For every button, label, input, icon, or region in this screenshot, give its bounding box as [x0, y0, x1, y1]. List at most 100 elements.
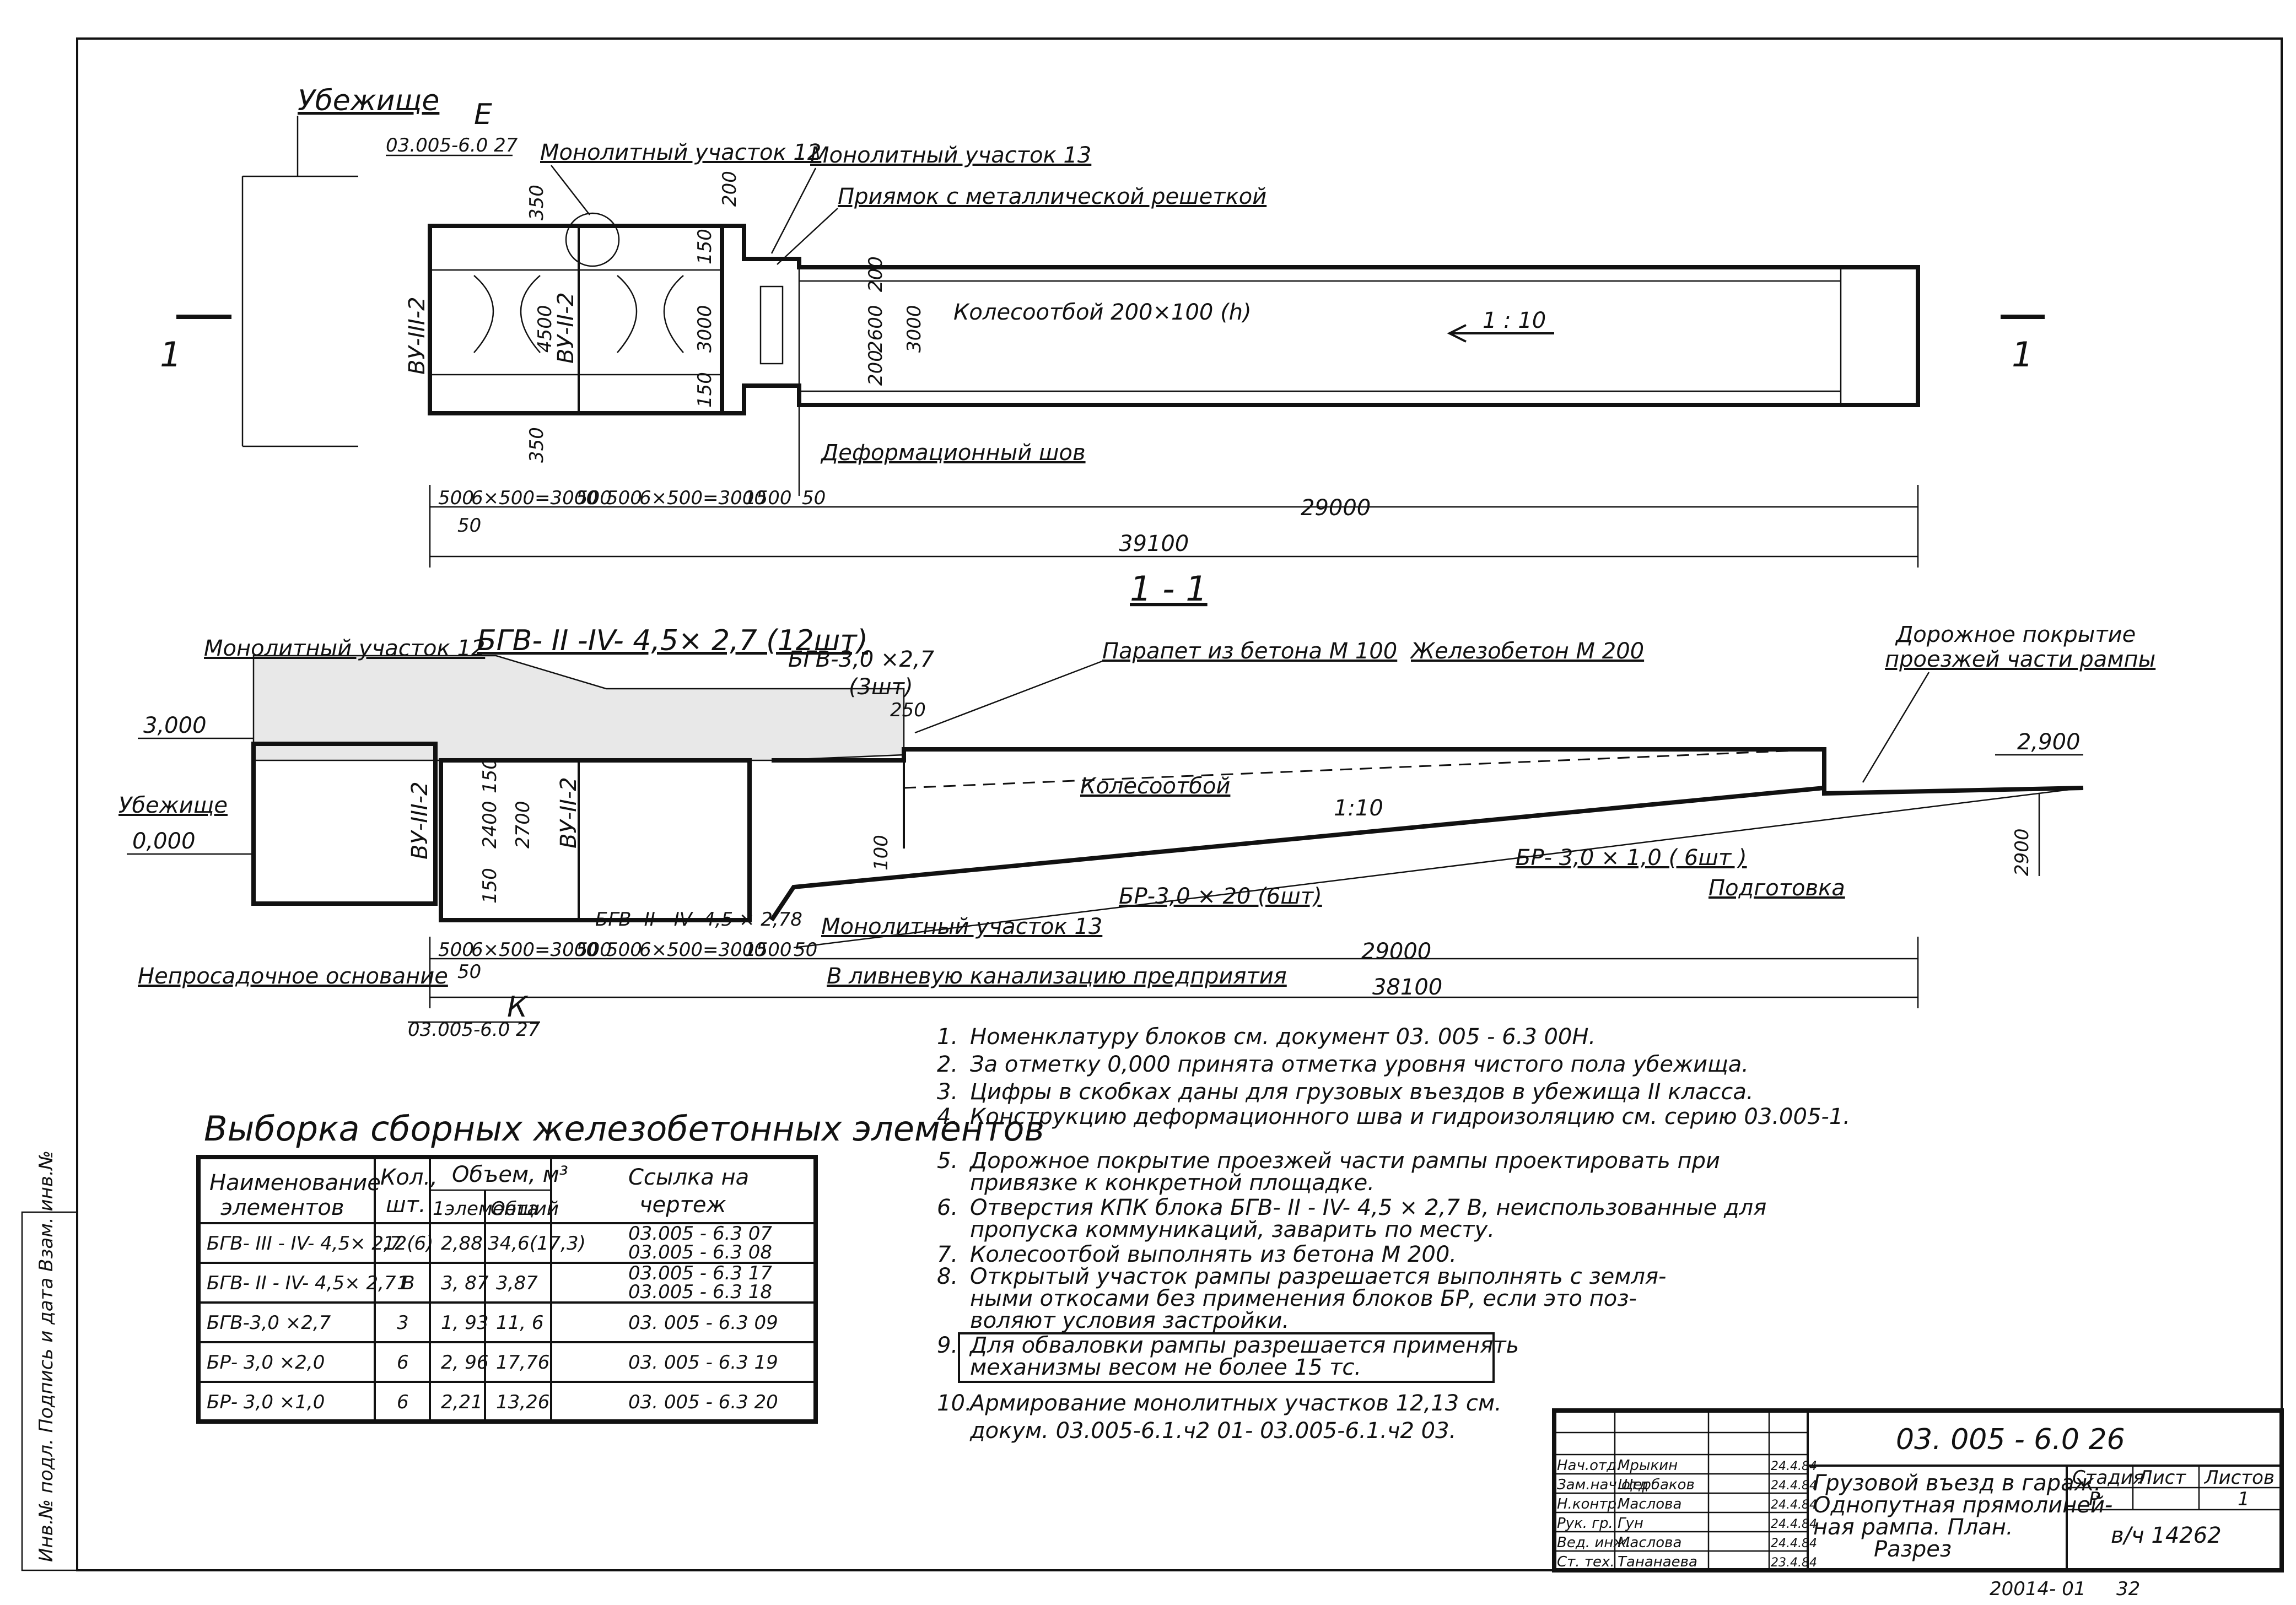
plan-vu2: ВУ-II-2: [553, 292, 579, 364]
plan-dim-350-bottom: 350: [526, 427, 548, 463]
section-shelter: Убежище: [118, 793, 228, 818]
svg-text:Колесоотбой выполнять из б: Колесоотбой выполнять из бетона М 200.: [970, 1242, 1457, 1267]
section-dim-500-c: 500: [606, 939, 642, 961]
table-row: БР- 3,0 ×1,0 6 2,21 13,26 03. 005 - 6.3 …: [207, 1391, 778, 1413]
parapet-leader: [914, 660, 1103, 734]
th-ref-1: Ссылка на: [628, 1165, 749, 1190]
road-label-2: проезжей части рампы: [1885, 647, 2155, 672]
section-dim-250: 250: [890, 699, 926, 721]
plan-view: Убежище Е 03.005-6.0 27 1 ВУ-III-2 ВУ-II…: [160, 84, 2045, 568]
road-label-1: Дорожное покрытие: [1895, 622, 2136, 647]
svg-text:БГВ-3,0 ×2,7: БГВ-3,0 ×2,7: [207, 1312, 331, 1334]
svg-text:1, 93: 1, 93: [441, 1312, 489, 1334]
th-vol-total: Общий: [491, 1198, 559, 1220]
section-vu3: ВУ-III-2: [407, 781, 433, 860]
section-mark-right: 1: [2012, 334, 2033, 375]
plan-shelter-label: Убежище: [298, 84, 439, 117]
pit-leader: [777, 208, 838, 265]
svg-text:03. 005 - 6.3 19: 03. 005 - 6.3 19: [628, 1352, 778, 1374]
section-dim-500-b: 500: [576, 939, 612, 961]
stamp-org: в/ч 14262: [2111, 1523, 2222, 1548]
svg-text:Открытый участок рампы разр: Открытый участок рампы разрешается выпол…: [970, 1264, 1666, 1289]
svg-text:5.: 5.: [937, 1148, 958, 1174]
section-title: 1 - 1: [1130, 569, 1208, 609]
note-line: 4.Конструкцию деформационного шва и гидр…: [937, 1104, 1850, 1130]
plan-dim-3000-b: 3000: [903, 305, 925, 353]
plan-mono13: Монолитный участок 13: [810, 143, 1091, 168]
note-line: 1.Номенклатуру блоков см. документ 03. 0…: [937, 1024, 1596, 1050]
svg-text:Отверстия КПК блока БГВ- II: Отверстия КПК блока БГВ- II - IV- 4,5 × …: [970, 1195, 1766, 1220]
slope-arrowhead: [1447, 324, 1467, 343]
plan-dim-500-b: 500: [576, 487, 612, 509]
table-frame: [196, 1155, 818, 1424]
storm-label: В ливневую канализацию предприятия: [827, 964, 1287, 989]
svg-text:4.: 4.: [937, 1104, 958, 1130]
plan-dim-500-c: 500: [606, 487, 642, 509]
notes-block: 1.Номенклатуру блоков см. документ 03. 0…: [937, 1024, 1850, 1444]
stamp-col-sheet: Лист: [2137, 1467, 2186, 1489]
svg-text:ными откосами без применени: ными откосами без применения блоков БР, …: [970, 1286, 1637, 1311]
section-dim-50-a: 50: [794, 939, 817, 961]
note-9-box: [958, 1332, 1495, 1383]
section-total-38100: 38100: [1372, 975, 1442, 1000]
svg-text:1: 1: [397, 1272, 409, 1294]
svg-text:Н.контр.: Н.контр.: [1557, 1496, 1621, 1512]
table-title: Выборка сборных железобетонных элементов: [204, 1109, 1044, 1149]
svg-text:3.: 3.: [937, 1079, 958, 1105]
section-wheel-guard: Колесоотбой: [1080, 774, 1230, 799]
footer-right: 32: [2116, 1578, 2140, 1600]
plan-dim-150-bottom: 150: [694, 372, 716, 408]
section-dim-150-b: 150: [479, 758, 501, 793]
plan-dim-2600: 2600: [865, 305, 887, 353]
svg-text:2,21: 2,21: [441, 1391, 483, 1413]
gate-block-top-band: [429, 225, 723, 271]
svg-text:24.4.84: 24.4.84: [1771, 1537, 1817, 1550]
stamp-title-1: Грузовой въезд в гараж.: [1813, 1471, 2101, 1496]
section-mark-left: 1: [160, 334, 181, 375]
ref-e-doc: 03.005-6.0 27: [386, 134, 518, 156]
svg-text:Нач.отд.: Нач.отд.: [1557, 1457, 1621, 1474]
section-total-29000: 29000: [1361, 939, 1431, 964]
section-view: 1 - 1 ВУ-III-2 ВУ-II-2 150 2400 150 2700…: [118, 569, 2155, 1041]
svg-text:34,6(17,3): 34,6(17,3): [488, 1233, 586, 1255]
node-e-circle: [565, 212, 620, 267]
section-dim-100: 100: [870, 835, 892, 871]
plan-dim-3000: 3000: [694, 305, 716, 353]
ref-e-letter: Е: [474, 98, 492, 131]
th-qty-2: шт.: [386, 1192, 426, 1218]
th-ref-2: чертеж: [639, 1192, 726, 1218]
note-line: 9.Для обваловки рампы разрешается примен…: [937, 1333, 1519, 1358]
section-dim-50-b: 50: [457, 961, 481, 983]
svg-text:12(6): 12(6): [383, 1233, 433, 1255]
svg-text:3, 87: 3, 87: [441, 1272, 489, 1294]
plan-dim-6x500-b: 6×500=3000: [639, 487, 766, 509]
prep-label: Подготовка: [1708, 876, 1845, 901]
note-line: привязке к конкретной площадке.: [970, 1170, 1375, 1196]
plan-dim-4500: 4500: [534, 305, 556, 353]
svg-text:11, 6: 11, 6: [496, 1312, 544, 1334]
ramp-top: [772, 747, 2084, 796]
svg-text:Вед. инж.: Вед. инж.: [1557, 1534, 1631, 1551]
ref-k-letter: К: [507, 991, 529, 1024]
gate-block-bottom-band: [429, 374, 723, 414]
note-line: 5.Дорожное покрытие проезжей части рампы…: [937, 1148, 1720, 1174]
svg-text:3: 3: [397, 1312, 409, 1334]
svg-text:24.4.84: 24.4.84: [1771, 1517, 1817, 1531]
plan-dim-200: 200: [719, 171, 741, 207]
plan-dim-50-a: 50: [802, 487, 826, 509]
svg-text:Мрыкин: Мрыкин: [1618, 1457, 1678, 1474]
svg-text:24.4.84: 24.4.84: [1771, 1460, 1817, 1473]
note-line: пропуска коммуникаций, заварить по месту…: [970, 1217, 1495, 1242]
table-row: БР- 3,0 ×2,0 6 2, 96 17,76 03. 005 - 6.3…: [207, 1352, 778, 1374]
svg-text:2, 96: 2, 96: [441, 1352, 489, 1374]
plan-vu3: ВУ-III-2: [405, 296, 430, 375]
side-margin-text: Инв.№ подл. Подпись и дата Взам. инв.№: [35, 1150, 57, 1562]
svg-text:9.: 9.: [937, 1333, 958, 1358]
svg-text:За отметку 0,000 принята: За отметку 0,000 принята отметка уровня …: [970, 1052, 1749, 1077]
elements-table: Выборка сборных железобетонных элементов…: [196, 1109, 1044, 1424]
table-row: БГВ- III - IV- 4,5× 2,7 12(6) 2,88 34,6(…: [207, 1223, 772, 1263]
svg-text:Щербаков: Щербаков: [1618, 1477, 1695, 1493]
note-line: 8.Открытый участок рампы разрешается вып…: [937, 1264, 1666, 1289]
